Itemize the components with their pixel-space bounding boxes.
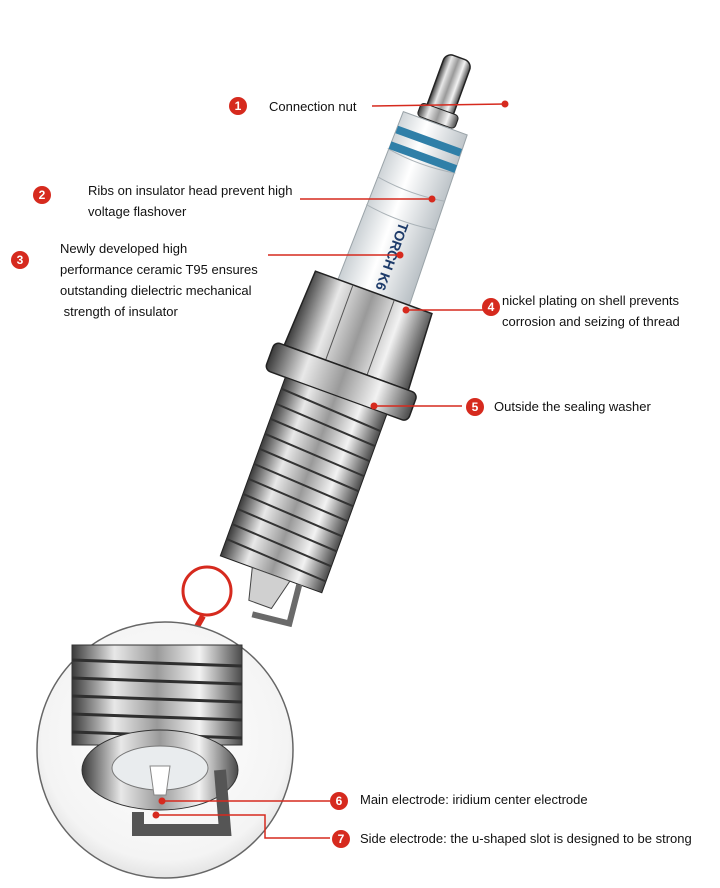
callout-badge-3: 3	[11, 251, 29, 269]
leader-dots	[152, 100, 509, 819]
callout-label-4: nickel plating on shell prevents corrosi…	[502, 290, 680, 332]
tip-highlight-circle	[181, 565, 233, 617]
callout-label-3: Newly developed high performance ceramic…	[60, 238, 258, 322]
callout-line: performance ceramic T95 ensures	[60, 262, 258, 277]
callout-line: strength of insulator	[60, 304, 178, 319]
callout-line: outstanding dielectric mechanical	[60, 283, 252, 298]
insulator	[337, 111, 468, 307]
leader-dot	[158, 797, 166, 805]
callout-line: Newly developed high	[60, 241, 188, 256]
callout-line: nickel plating on shell prevents	[502, 293, 680, 308]
magnified-electrode-view	[36, 621, 294, 879]
callout-line: Ribs on insulator head prevent high	[88, 183, 293, 198]
leader-dot	[152, 811, 160, 819]
plug-tip	[248, 566, 291, 610]
callout-badge-2: 2	[33, 186, 51, 204]
leader-lines	[156, 103, 506, 839]
callout-label-7: Side electrode: the u-shaped slot is des…	[360, 828, 692, 849]
callout-badge-5: 5	[466, 398, 484, 416]
callout-badge-4: 4	[482, 298, 500, 316]
callout-line: voltage flashover	[88, 204, 187, 219]
leader-dot	[501, 100, 509, 108]
callout-badge-1: 1	[229, 97, 247, 115]
callout-line: Outside the sealing washer	[494, 399, 651, 414]
callout-line: Connection nut	[269, 99, 357, 114]
insulator-ribs	[366, 148, 456, 231]
leader-dot	[396, 251, 404, 259]
callout-line: Side electrode: the u-shaped slot is des…	[360, 831, 692, 846]
leader-dot	[370, 402, 378, 410]
leader-dot	[428, 195, 436, 203]
stripe	[388, 141, 458, 173]
callout-line: Main electrode: iridium center electrode	[360, 792, 588, 807]
callout-line: corrosion and seizing of thread	[502, 314, 680, 329]
spark-plug: TORCH K6	[219, 54, 471, 628]
callout-label-2: Ribs on insulator head prevent high volt…	[88, 180, 293, 222]
callout-badge-7: 7	[332, 830, 350, 848]
ground-strap	[251, 583, 303, 628]
callout-label-6: Main electrode: iridium center electrode	[360, 789, 588, 810]
threads	[219, 376, 388, 594]
leader-dot	[402, 306, 410, 314]
callout-label-1: Connection nut	[269, 96, 356, 117]
callout-badge-6: 6	[330, 792, 348, 810]
stripe	[395, 125, 463, 157]
callout-label-5: Outside the sealing washer	[494, 396, 651, 417]
